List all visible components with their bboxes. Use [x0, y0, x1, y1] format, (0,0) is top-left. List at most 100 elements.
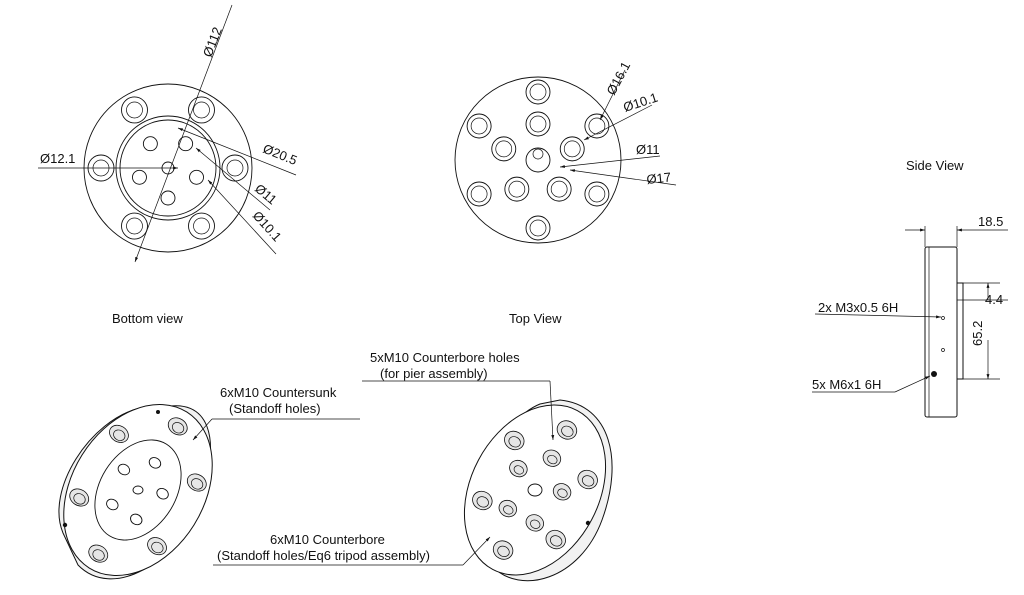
iso-right-side-hole: [585, 520, 591, 526]
top-inner-hole: [546, 176, 572, 202]
iso-left-outer-hole: [147, 537, 167, 556]
side-view: Side View 18.5 65.2 4.4 2x M3x0.5 6H 5x …: [812, 158, 1008, 418]
iso-right-inner-hole-inner: [513, 465, 524, 475]
m6-label: 5x M6x1 6H: [812, 377, 881, 392]
bottom-inner-hole: [142, 136, 158, 152]
center-dia-label: Ø12.1: [40, 151, 75, 166]
iso-left-outer-hole: [88, 544, 109, 563]
iso-left-outer-hole-inner: [73, 493, 86, 505]
bottom-outer-holes: [87, 96, 249, 240]
cbore-label-1: 6xM10 Counterbore: [270, 532, 385, 547]
top-view: Ø16.1 Ø10.1 Ø11 Ø17 Top View: [454, 59, 677, 326]
cbore-holes-leader: [549, 380, 555, 441]
iso-right-outer-hole: [504, 430, 525, 451]
hole-dia-label: Ø11: [252, 181, 280, 208]
iso-left-outer-hole-inner: [151, 541, 164, 554]
iso-left-side-hole-2: [156, 410, 160, 414]
bottom-inner-holes: [132, 136, 204, 206]
iso-right-outer-hole: [492, 540, 514, 560]
iso-right-outer-hole: [577, 469, 598, 490]
m3-hole: [941, 316, 945, 320]
top-thru-leader: [583, 104, 653, 141]
top-hole-label: Ø11: [636, 142, 660, 157]
bottom-outer-hole: [221, 154, 249, 182]
iso-left-outer-hole-inner: [113, 429, 126, 441]
m6-leader: [894, 375, 931, 393]
countersunk-leader-diag: [192, 418, 213, 441]
iso-right-outer-hole-inner: [497, 545, 510, 557]
outer-dia-label: Ø112: [200, 25, 225, 59]
iso-left-inner-hole: [156, 487, 169, 500]
top-cbore-leader: [599, 69, 626, 121]
bottom-outer-hole-inner: [226, 159, 244, 177]
iso-left-outer-hole: [186, 473, 207, 492]
iso-right-outer-hole-inner: [476, 496, 489, 508]
top-outer-hole: [466, 113, 492, 139]
top-hole-leader: [559, 155, 661, 168]
cbore-label-2: (Standoff holes/Eq6 tripod assembly): [217, 548, 430, 563]
top-outer-hole-inner: [470, 185, 488, 203]
side-view-caption: Side View: [906, 158, 964, 173]
iso-right-outer-hole-inner: [508, 436, 521, 448]
top-cbore-label: Ø16.1: [603, 59, 633, 97]
top-inner-hole: [559, 136, 585, 162]
top-outer-hole: [525, 79, 551, 105]
iso-right-inner-hole-inner: [530, 519, 541, 529]
bottom-inner-hole: [160, 190, 176, 206]
top-inner-hole-inner: [563, 140, 581, 158]
m3-label: 2x M3x0.5 6H: [818, 300, 898, 315]
iso-right-outer-hole: [472, 490, 493, 511]
iso-right-inner-hole-inner: [503, 505, 514, 515]
thru-dia-label: Ø10.1: [250, 208, 285, 244]
iso-left-inner-hole: [130, 513, 143, 526]
iso-right-outer-hole-inner: [550, 535, 563, 547]
bottom-inner-hole: [189, 169, 204, 185]
iso-top-view: 5xM10 Counterbore holes (for pier assemb…: [213, 350, 613, 582]
cbore-leader: [462, 536, 491, 566]
iso-left-outer-hole-inner: [92, 549, 105, 561]
side-step: [956, 282, 964, 380]
m3-hole-2: [941, 348, 945, 352]
top-center-hole: [525, 147, 551, 173]
iso-right-outer-hole-inner: [581, 475, 595, 487]
iso-right-inner-hole-inner: [547, 454, 558, 465]
cbore-dia-leader: [177, 127, 297, 176]
top-outer-hole-inner: [470, 117, 488, 135]
height-label: 65.2: [970, 321, 985, 346]
top-inner-hole-inner: [529, 115, 547, 133]
iso-left-outer-hole: [69, 488, 90, 507]
iso-left-outer-hole-inner: [171, 422, 185, 434]
iso-left-inner-ring: [94, 439, 182, 541]
top-inner-hole-inner: [550, 180, 568, 198]
top-inner-hole-inner: [508, 180, 526, 198]
top-outer-hole: [525, 215, 551, 241]
top-outer-hole: [584, 181, 610, 207]
iso-left-inner-hole: [106, 498, 119, 511]
outer-dia-leader: [134, 4, 233, 263]
top-inner-hole: [525, 111, 551, 137]
countersunk-label-1: 6xM10 Countersunk: [220, 385, 337, 400]
iso-right-outer-hole: [545, 529, 566, 550]
bottom-outer-hole-inner: [126, 101, 143, 119]
top-center-key: [532, 148, 544, 160]
top-cbore2-leader: [569, 169, 677, 186]
countersunk-label-2: (Standoff holes): [229, 401, 321, 416]
bottom-outer-hole: [121, 96, 148, 124]
top-inner-hole: [504, 176, 530, 202]
bottom-outer-hole-inner: [126, 217, 143, 235]
top-cbore2-label: Ø17: [646, 169, 672, 186]
cbore-holes-label-2: (for pier assembly): [380, 366, 488, 381]
top-outer-hole-inner: [529, 219, 547, 237]
iso-bottom-view: 6xM10 Countersunk (Standoff holes): [58, 385, 360, 580]
top-outer-hole: [584, 113, 610, 139]
iso-right-outer-hole-inner: [561, 425, 574, 437]
top-outer-hole: [466, 181, 492, 207]
iso-left-inner-hole: [148, 457, 162, 469]
cbore-holes-label-1: 5xM10 Counterbore holes: [370, 350, 520, 365]
bottom-outer-hole: [188, 212, 215, 240]
iso-left-inner-hole: [117, 463, 131, 476]
top-inner-hole: [491, 136, 517, 162]
cbore-dia-label: Ø20.5: [261, 141, 299, 168]
top-holes: [466, 79, 610, 241]
iso-right-outer-hole: [556, 420, 578, 440]
